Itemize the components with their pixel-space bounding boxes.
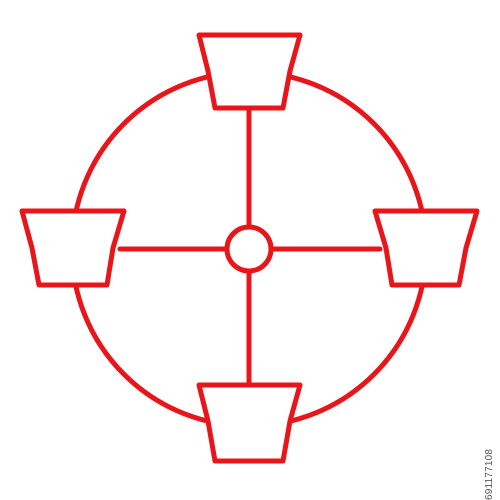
cabin-top [196, 32, 303, 111]
cabin-left [19, 208, 127, 288]
cabin-right [372, 208, 480, 288]
stock-id-watermark: 691177108 [484, 448, 495, 500]
cabin-bottom [196, 382, 303, 464]
hub-circle [224, 224, 274, 274]
